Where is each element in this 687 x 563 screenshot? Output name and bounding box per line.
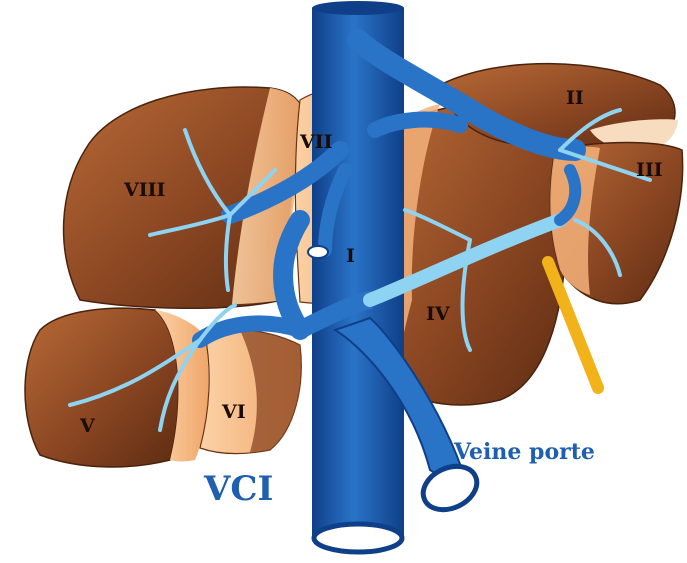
- segment-label-iii: III: [636, 159, 663, 181]
- segment-label-ii: II: [566, 87, 584, 109]
- portal-vein-label: Veine porte: [453, 439, 595, 465]
- segment-label-vi: VI: [221, 401, 246, 423]
- segment-label-i: I: [346, 245, 355, 267]
- vci-label: VCI: [203, 469, 273, 509]
- segment-vi-lobe: [200, 330, 301, 454]
- segment-label-iv: IV: [426, 303, 451, 325]
- segment-label-v: V: [79, 415, 96, 437]
- segment-label-viii: VIII: [123, 179, 166, 201]
- vena-cava: [312, 1, 404, 552]
- segment-label-vii: VII: [299, 131, 333, 153]
